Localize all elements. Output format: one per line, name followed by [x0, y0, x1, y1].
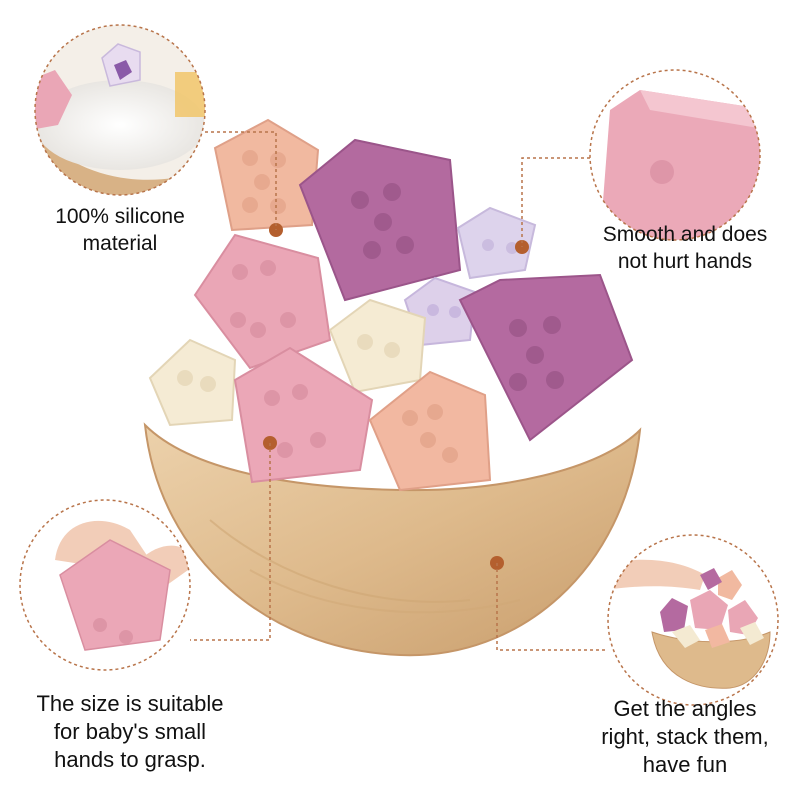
caption-line: Get the angles	[613, 696, 757, 721]
callout-ring	[607, 534, 779, 706]
caption-material: 100% silicone material	[20, 204, 220, 258]
silicone-block	[193, 233, 332, 370]
silicone-block	[458, 273, 634, 442]
caption-line: 100% silicone	[55, 205, 185, 228]
caption-line: not hurt hands	[617, 249, 753, 273]
silicone-block	[456, 206, 537, 280]
caption-line: Smooth and does	[602, 223, 768, 246]
callout-circle-size	[20, 500, 190, 670]
leader-line	[496, 563, 608, 651]
caption-line: hands to grasp.	[54, 747, 206, 773]
callout-circle-material	[35, 25, 205, 195]
silicone-block	[148, 338, 237, 427]
caption-stacking: Get the angles right, stack them, have f…	[570, 695, 800, 779]
caption-line: The size is suitable	[36, 691, 224, 716]
silicone-block	[298, 138, 462, 302]
wooden-moon-base	[143, 422, 642, 657]
caption-size: The size is suitable for baby's small ha…	[10, 690, 250, 774]
silicone-block	[368, 370, 492, 492]
callout-ring	[19, 499, 191, 671]
callout-ring	[589, 69, 761, 241]
caption-line: for baby's small	[53, 719, 207, 745]
callout-circle-smooth	[590, 70, 760, 240]
callout-circle-stacking	[608, 535, 778, 705]
caption-smooth: Smooth and does not hurt hands	[570, 222, 800, 276]
leader-line	[521, 157, 590, 247]
wood-grain	[249, 569, 521, 614]
caption-line: right, stack them,	[601, 724, 769, 750]
silicone-block	[328, 298, 427, 394]
silicone-block	[213, 118, 320, 232]
callout-ring	[34, 24, 206, 196]
caption-line: have fun	[642, 752, 728, 778]
wood-grain	[209, 519, 471, 603]
caption-line: material	[82, 231, 158, 255]
